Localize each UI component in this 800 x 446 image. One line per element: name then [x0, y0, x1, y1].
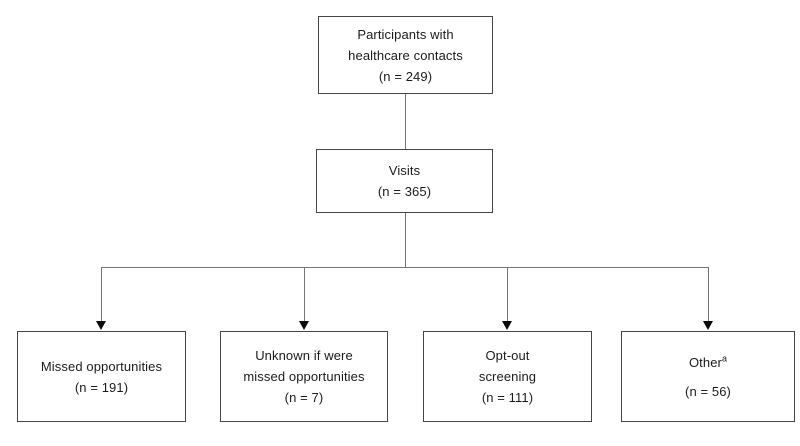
node-text-line: missed opportunities: [243, 369, 365, 384]
node-text-line: Participants with: [357, 26, 454, 42]
node-text-line: Unknown if were: [255, 348, 353, 363]
node-text-line: screening: [478, 369, 537, 384]
node-count-label: (n = 111): [481, 390, 534, 405]
node-other: Othera (n = 56): [621, 331, 795, 422]
arrowhead-down-icon: [96, 321, 106, 330]
node-text-line: Visits: [388, 163, 421, 178]
node-count-label: (n = 249): [378, 68, 433, 84]
node-text-line: healthcare contacts: [348, 47, 463, 63]
node-label: Other: [688, 354, 722, 370]
node-unknown-if-missed-opportunities: Unknown if were missed opportunities (n …: [220, 331, 388, 422]
arrowhead-down-icon: [299, 321, 309, 330]
node-text-line: Opt-out: [485, 348, 530, 363]
connector-participants-to-visits: [405, 94, 406, 149]
connector-branch-to-unknown: [304, 267, 305, 322]
connector-branch-to-other: [708, 267, 709, 322]
node-participants-healthcare-contacts: Participants with healthcare contacts (n…: [318, 16, 493, 94]
arrowhead-down-icon: [502, 321, 512, 330]
arrowhead-down-icon: [703, 321, 713, 330]
node-opt-out-screening: Opt-out screening (n = 111): [423, 331, 592, 422]
node-missed-opportunities: Missed opportunities (n = 191): [17, 331, 186, 422]
node-visits: Visits (n = 365): [316, 149, 493, 213]
connector-visits-to-branch: [405, 213, 406, 267]
node-text-line: Missed opportunities: [40, 358, 163, 374]
connector-branch-bus: [101, 267, 708, 268]
node-count-label: (n = 56): [685, 383, 731, 399]
node-text-line: Othera: [689, 352, 727, 373]
connector-branch-to-missed: [101, 267, 102, 322]
node-count-label: (n = 191): [74, 379, 129, 395]
connector-branch-to-optout: [507, 267, 508, 322]
node-count-label: (n = 7): [284, 390, 324, 405]
footnote-marker: a: [721, 353, 728, 364]
node-count-label: (n = 365): [377, 184, 432, 199]
